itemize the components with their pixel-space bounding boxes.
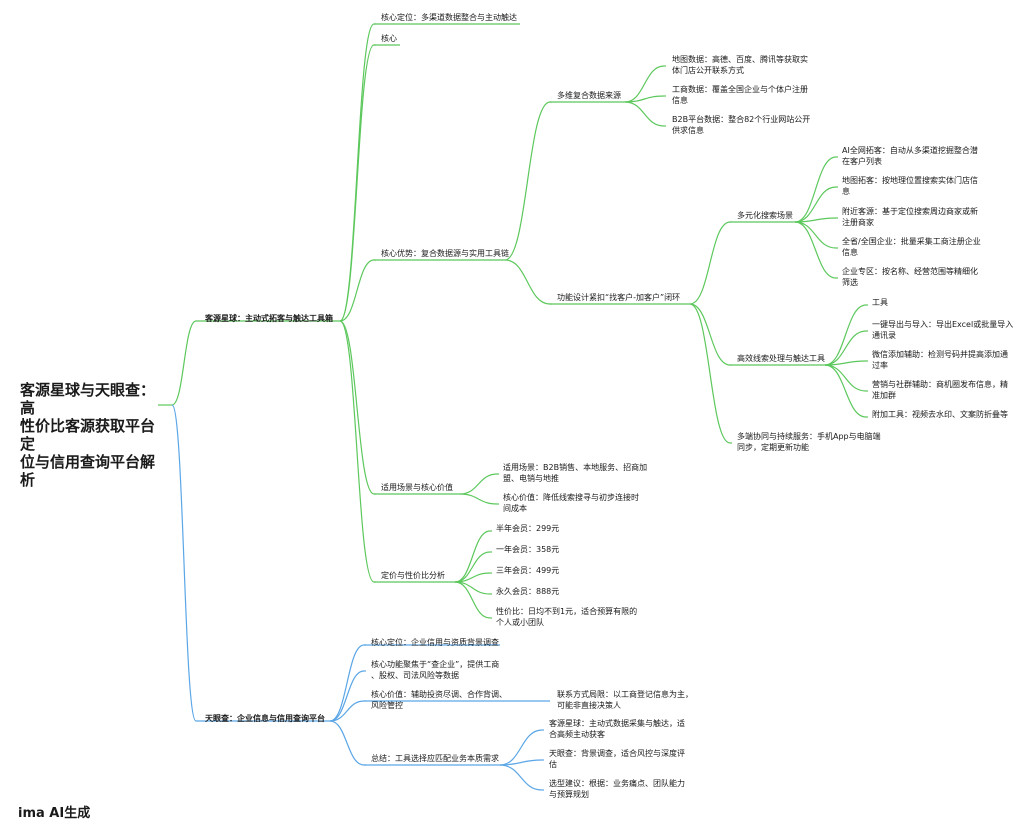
tool-marketing: 营销与社群辅助：商机圈发布信息，精 准加群 bbox=[872, 380, 1008, 400]
connector-curve bbox=[339, 320, 375, 583]
connector-curve bbox=[794, 186, 837, 223]
summary-advice: 选型建议：根据：业务痛点、团队能力 与预算规划 bbox=[549, 779, 685, 799]
tool-export: 一键导出与导入：导出Excel或批量导入 通讯录 bbox=[872, 320, 1014, 340]
tool-wechat: 微信添加辅助：检测号码并提高添加通 过率 bbox=[872, 350, 1008, 370]
connector-curve bbox=[329, 670, 365, 722]
search-enterprise: 企业专区：按名称、经营范围等精细化 筛选 bbox=[842, 267, 978, 287]
connector-curve bbox=[624, 95, 665, 103]
tyc-summary: 总结：工具选择应匹配业务本质需求 bbox=[371, 754, 499, 763]
search-province: 全省/全国企业：批量采集工商注册企业 信息 bbox=[842, 237, 981, 257]
connector-curve bbox=[624, 65, 665, 103]
search-ai: AI全网拓客：自动从多渠道挖掘整合潜 在客户列表 bbox=[842, 146, 978, 166]
price-value: 性价比：日均不到1元，适合预算有限的 个人或小团队 bbox=[496, 607, 638, 627]
search-map: 地图拓客：按地理位置搜索实体门店信 息 bbox=[842, 176, 978, 196]
connector-curve bbox=[339, 320, 375, 495]
connector-curve bbox=[499, 759, 543, 766]
kyxq-scenario: 适用场景与核心价值 bbox=[381, 483, 453, 492]
search-nearby: 附近客源：基于定位搜索周边商家或新 注册商家 bbox=[842, 207, 978, 227]
connector-curve bbox=[454, 581, 491, 619]
scenario-value: 核心价值：降低线索搜寻与初步连接时 间成本 bbox=[503, 493, 639, 513]
connector-curve bbox=[824, 360, 867, 366]
connector-curve bbox=[504, 101, 551, 261]
connector-curve bbox=[824, 364, 867, 392]
connector-curve bbox=[824, 304, 867, 366]
connector-curve bbox=[824, 364, 867, 418]
loop-node: 功能设计紧扣“找客户-加客户”闭环 bbox=[557, 293, 681, 302]
connector-curve bbox=[339, 23, 375, 322]
price-three-year: 三年会员：499元 bbox=[496, 566, 560, 575]
connector-curve bbox=[339, 44, 375, 322]
kyxq-pricing: 定价与性价比分析 bbox=[381, 571, 445, 580]
connector-curve bbox=[504, 259, 551, 305]
multi-platform: 多端协同与持续服务：手机App与电脑端 同步，定期更新功能 bbox=[737, 432, 881, 452]
connector-curve bbox=[689, 221, 731, 305]
summary-kyxq: 客源星球：主动式数据采集与触达，适 合高频主动获客 bbox=[549, 719, 685, 739]
price-lifetime: 永久会员：888元 bbox=[496, 587, 560, 596]
connector-curve bbox=[454, 581, 491, 595]
source-b2b: B2B平台数据：整合82个行业网站公开 供求信息 bbox=[672, 115, 811, 135]
kyxq-core-position: 核心定位：多渠道数据整合与主动触达 bbox=[381, 13, 517, 22]
connector-curve bbox=[689, 303, 731, 444]
connector-curve bbox=[454, 551, 491, 583]
connector-curve bbox=[339, 259, 375, 322]
tyc-core-position: 核心定位：企业信用与资质背景调查 bbox=[371, 638, 499, 647]
connector-curve bbox=[794, 221, 837, 279]
tool-extra: 附加工具：视频去水印、文案防折叠等 bbox=[872, 410, 1008, 419]
kyxq-advantage: 核心优势：复合数据源与实用工具链 bbox=[381, 249, 509, 258]
branch-tyc: 天眼查：企业信息与信用查询平台 bbox=[205, 714, 325, 723]
connector-curve bbox=[329, 720, 365, 766]
source-business: 工商数据：覆盖全国企业与个体户注册 信息 bbox=[672, 85, 808, 105]
connector-curve bbox=[824, 330, 867, 366]
connector-curve bbox=[459, 473, 498, 495]
connector-curve bbox=[499, 764, 543, 791]
tool-header: 工具 bbox=[872, 298, 888, 307]
connector-curve bbox=[459, 493, 498, 505]
root-title: 客源星球与天眼查：高 性价比客源获取平台定 位与信用查询平台解析 bbox=[20, 381, 156, 489]
source-map: 地图数据：高德、百度、腾讯等获取实 体门店公开联系方式 bbox=[672, 55, 808, 75]
connector-curve bbox=[329, 644, 365, 722]
kyxq-core: 核心 bbox=[381, 34, 397, 43]
sources-node: 多维复合数据来源 bbox=[557, 91, 621, 100]
connector-curve bbox=[454, 530, 491, 583]
tyc-contact-limit: 联系方式局限：以工商登记信息为主， 可能非直接决策人 bbox=[557, 690, 693, 710]
connector-curve bbox=[689, 303, 731, 366]
connector-curve bbox=[171, 404, 197, 722]
connector-curve bbox=[171, 320, 197, 406]
tyc-core-value: 核心价值：辅助投资尽调、合作背调、 风险管控 bbox=[371, 690, 507, 710]
connector-curve bbox=[499, 729, 543, 766]
tools-node: 高效线索处理与触达工具 bbox=[737, 354, 825, 363]
footer-credit: ima AI生成 bbox=[18, 806, 91, 821]
connector-curve bbox=[624, 101, 665, 127]
scenario-use: 适用场景：B2B销售、本地服务、招商加 盟、电销与地推 bbox=[503, 463, 648, 483]
connector-curve bbox=[794, 217, 837, 223]
summary-tyc: 天眼查：背景调查，适合风控与深度评 估 bbox=[549, 749, 685, 769]
price-one-year: 一年会员：358元 bbox=[496, 545, 560, 554]
search-node: 多元化搜索场景 bbox=[737, 211, 793, 220]
connector-curve bbox=[794, 156, 837, 223]
price-half-year: 半年会员：299元 bbox=[496, 524, 560, 533]
tyc-core-function: 核心功能聚焦于“查企业”，提供工商 、股权、司法风险等数据 bbox=[371, 660, 500, 680]
connector-curve bbox=[794, 221, 837, 249]
connector-curve bbox=[329, 700, 365, 722]
connector-curve bbox=[454, 572, 491, 583]
branch-kyxq: 客源星球：主动式拓客与触达工具箱 bbox=[205, 314, 333, 323]
